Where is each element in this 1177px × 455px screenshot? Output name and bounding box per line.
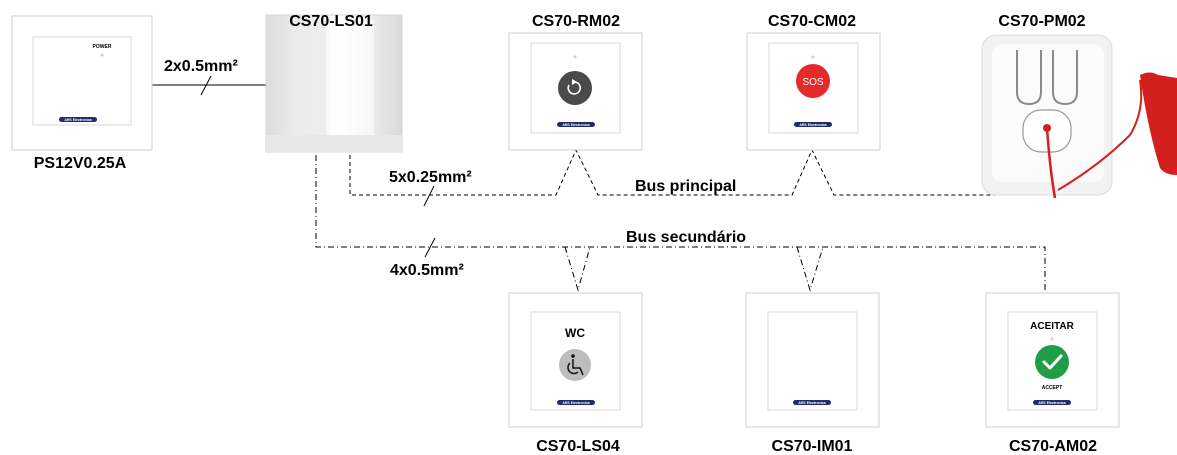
cs70-ls04-device: WC ARS Electronica	[508, 292, 643, 428]
secondary-bus-label: Bus secundário	[626, 229, 746, 246]
aceitar-label: ACEITAR	[1030, 321, 1074, 332]
cs70-am02-label: CS70-AM02	[1009, 438, 1097, 455]
reset-button[interactable]	[558, 71, 592, 105]
power-cable-label: 2x0.5mm²	[164, 58, 238, 75]
brand-badge	[793, 400, 831, 405]
cs70-ls04-label: CS70-LS04	[536, 438, 620, 455]
status-led	[811, 55, 815, 59]
reset-arrow-icon	[567, 79, 582, 95]
cs70-im01-label: CS70-IM01	[772, 438, 853, 455]
brand-badge	[1033, 400, 1071, 405]
sos-button-label: SOS	[802, 77, 823, 88]
pull-cord[interactable]	[1045, 127, 1057, 199]
power-supply-label: PS12V0.25A	[34, 155, 127, 172]
cs70-cm02-label: CS70-CM02	[768, 13, 856, 30]
cs70-pm02-label: CS70-PM02	[998, 13, 1085, 30]
cs70-ls01-device	[265, 14, 403, 153]
main-bus	[349, 148, 1045, 196]
power-led	[100, 53, 104, 57]
cs70-rm02-device: ARS Electronica	[508, 32, 643, 151]
brand-text: ARS Electronica	[64, 118, 91, 122]
brand-badge	[794, 122, 832, 127]
cs70-am02-device: ACEITAR ACCEPT ARS Electronica	[985, 292, 1120, 428]
main-cable-tick	[423, 185, 435, 207]
cs70-rm02-label: CS70-RM02	[532, 13, 620, 30]
main-cable-label: 5x0.25mm²	[389, 169, 472, 186]
main-bus-label: Bus principal	[635, 178, 736, 195]
accept-label: ACCEPT	[1042, 385, 1063, 391]
cs70-im01-device: ARS Electronica	[745, 292, 880, 428]
cs70-pm02-device	[981, 34, 1177, 199]
brand-badge	[557, 400, 595, 405]
wc-label: WC	[565, 326, 585, 340]
status-led	[573, 55, 577, 59]
power-indicator-label: POWER	[93, 44, 112, 50]
brand-text: ARS Electronica	[562, 401, 589, 405]
status-led	[1050, 337, 1054, 341]
sos-button[interactable]	[796, 64, 830, 98]
brand-text: ARS Electronica	[1038, 401, 1065, 405]
cs70-cm02-device: SOS ARS Electronica	[746, 32, 881, 151]
pull-cord-handle[interactable]	[1140, 72, 1177, 176]
cs70-ls01-label: CS70-LS01	[289, 13, 373, 30]
wheelchair-icon	[567, 354, 584, 376]
brand-text: ARS Electronica	[562, 123, 589, 127]
secondary-bus	[315, 155, 1046, 292]
wc-button[interactable]	[559, 349, 591, 381]
secondary-cable-label: 4x0.5mm²	[390, 262, 464, 279]
brand-badge	[557, 122, 595, 127]
brand-badge	[59, 117, 97, 122]
brand-text: ARS Electronica	[799, 123, 826, 127]
power-cable	[152, 75, 266, 96]
brand-text: ARS Electronica	[798, 401, 825, 405]
power-supply: POWER ARS Electronica	[11, 15, 153, 151]
accept-button[interactable]	[1035, 345, 1069, 379]
check-icon	[1042, 354, 1063, 370]
secondary-cable-tick	[424, 237, 436, 258]
